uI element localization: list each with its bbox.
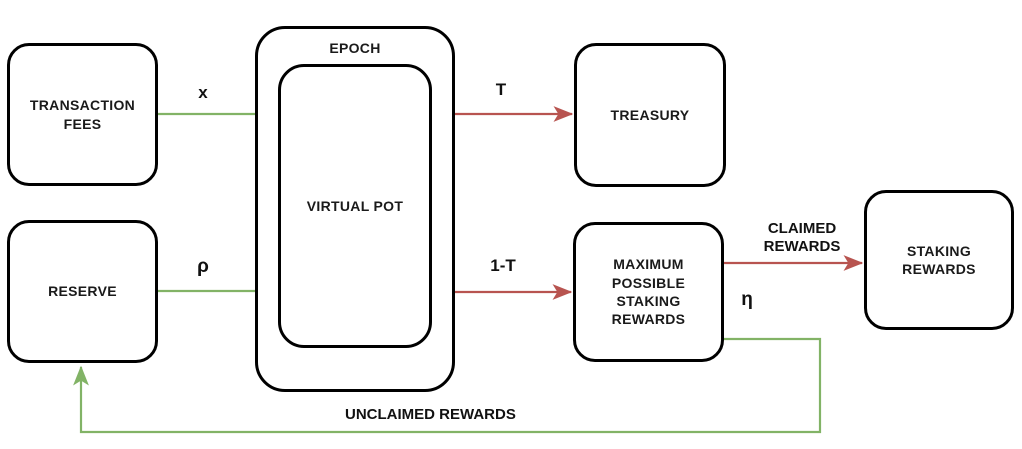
- node-maximum-possible-staking-rewards[interactable]: MAXIMUM POSSIBLE STAKING REWARDS: [573, 222, 724, 362]
- node-staking-rewards-label: STAKING REWARDS: [902, 242, 976, 277]
- edge-label-unclaimed-rewards: UNCLAIMED REWARDS: [345, 406, 516, 423]
- edge-label-eta: η: [741, 289, 753, 310]
- node-treasury[interactable]: TREASURY: [574, 43, 726, 187]
- edge-label-rho: ρ: [197, 256, 209, 277]
- edge-label-claimed-rewards: CLAIMED REWARDS: [763, 220, 841, 256]
- node-staking-rewards[interactable]: STAKING REWARDS: [864, 190, 1014, 330]
- edge-label-staking-share: 1-T: [490, 256, 516, 275]
- edge-label-x: x: [198, 83, 208, 102]
- node-treasury-label: TREASURY: [610, 106, 690, 123]
- node-transaction-fees-label: TRANSACTION FEES: [29, 97, 136, 132]
- node-virtual-pot-label: VIRTUAL POT: [306, 197, 404, 214]
- node-reserve[interactable]: RESERVE: [7, 220, 158, 363]
- node-virtual-pot[interactable]: VIRTUAL POT: [278, 64, 432, 348]
- edge-mpsr-to-reserve: [73, 337, 822, 434]
- node-epoch-label: EPOCH: [329, 40, 381, 56]
- node-transaction-fees[interactable]: TRANSACTION FEES: [7, 43, 158, 186]
- node-reserve-label: RESERVE: [48, 283, 117, 300]
- edge-label-treasury-share: T: [495, 80, 507, 99]
- node-maximum-possible-staking-rewards-label: MAXIMUM POSSIBLE STAKING REWARDS: [611, 256, 686, 328]
